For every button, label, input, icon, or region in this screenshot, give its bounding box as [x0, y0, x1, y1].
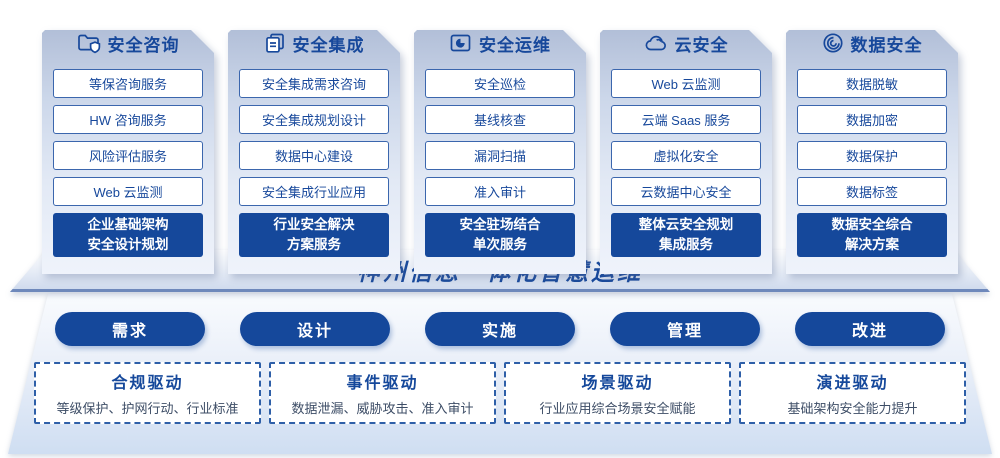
- card-items: 等保咨询服务 HW 咨询服务 风险评估服务 Web 云监测: [53, 69, 203, 206]
- service-item: 数据保护: [797, 141, 947, 170]
- service-item: 等保咨询服务: [53, 69, 203, 98]
- card-security-operations: 安全运维 安全巡检 基线核查 漏洞扫描 准入审计 安全驻场结合 单次服务: [414, 8, 586, 252]
- card-highlight: 企业基础架构 安全设计规划: [53, 213, 203, 257]
- card-shape: 安全集成 安全集成需求咨询 安全集成规划设计 数据中心建设 安全集成行业应用 行…: [228, 30, 400, 274]
- service-item: 安全巡检: [425, 69, 575, 98]
- service-item: 安全集成需求咨询: [239, 69, 389, 98]
- card-shape: 数据安全 数据脱敏 数据加密 数据保护 数据标签 数据安全综合 解决方案: [786, 30, 958, 274]
- card-header: 数据安全: [797, 30, 947, 56]
- card-header: 安全咨询: [53, 30, 203, 56]
- driver-title: 场景驱动: [581, 375, 654, 392]
- highlight-line: 解决方案: [845, 237, 899, 252]
- service-item: 数据标签: [797, 177, 947, 206]
- highlight-line: 企业基础架构: [87, 217, 169, 233]
- driver-desc: 数据泄漏、威胁攻击、准入审计: [291, 401, 474, 416]
- pill-improvement: 改进: [795, 312, 945, 346]
- card-security-integration: 安全集成 安全集成需求咨询 安全集成规划设计 数据中心建设 安全集成行业应用 行…: [228, 8, 400, 252]
- pill-management: 管理: [610, 312, 760, 346]
- card-shape: 云安全 Web 云监测 云端 Saas 服务 虚拟化安全 云数据中心安全 整体云…: [600, 30, 772, 274]
- service-item: 准入审计: [425, 177, 575, 206]
- service-item: Web 云监测: [611, 69, 761, 98]
- service-item: 安全集成规划设计: [239, 105, 389, 134]
- process-pills-row: 需求 设计 实施 管理 改进: [55, 312, 945, 346]
- folder-shield-icon: [77, 32, 101, 54]
- driver-scenario: 场景驱动 行业应用综合场景安全赋能: [504, 362, 731, 424]
- service-item: 云端 Saas 服务: [611, 105, 761, 134]
- pill-implementation: 实施: [425, 312, 575, 346]
- card-cloud-security: 云安全 Web 云监测 云端 Saas 服务 虚拟化安全 云数据中心安全 整体云…: [600, 8, 772, 252]
- card-items: 安全集成需求咨询 安全集成规划设计 数据中心建设 安全集成行业应用: [239, 69, 389, 206]
- service-item: 安全集成行业应用: [239, 177, 389, 206]
- card-shape: 安全运维 安全巡检 基线核查 漏洞扫描 准入审计 安全驻场结合 单次服务: [414, 30, 586, 274]
- card-shape: 安全咨询 等保咨询服务 HW 咨询服务 风险评估服务 Web 云监测 企业基础架…: [42, 30, 214, 274]
- highlight-line: 单次服务: [473, 237, 527, 252]
- card-items: 安全巡检 基线核查 漏洞扫描 准入审计: [425, 69, 575, 206]
- pill-requirements: 需求: [55, 312, 205, 346]
- driver-incident: 事件驱动 数据泄漏、威胁攻击、准入审计: [269, 362, 496, 424]
- card-data-security: 数据安全 数据脱敏 数据加密 数据保护 数据标签 数据安全综合 解决方案: [786, 8, 958, 252]
- card-title: 云安全: [674, 35, 729, 55]
- driver-compliance: 合规驱动 等级保护、护网行动、行业标准: [34, 362, 261, 424]
- highlight-line: 集成服务: [659, 237, 713, 252]
- data-spiral-icon: [822, 32, 844, 54]
- driver-desc: 基础架构安全能力提升: [787, 401, 918, 416]
- documents-icon: [264, 32, 286, 54]
- card-title: 安全咨询: [107, 35, 180, 55]
- driver-title: 合规驱动: [111, 375, 184, 392]
- highlight-line: 安全设计规划: [87, 237, 169, 252]
- service-item: 风险评估服务: [53, 141, 203, 170]
- card-title: 安全运维: [479, 35, 551, 55]
- cloud-icon: [644, 32, 668, 54]
- service-cards-row: 安全咨询 等保咨询服务 HW 咨询服务 风险评估服务 Web 云监测 企业基础架…: [42, 8, 958, 252]
- card-header: 云安全: [611, 30, 761, 56]
- card-highlight: 数据安全综合 解决方案: [797, 213, 947, 257]
- card-security-consulting: 安全咨询 等保咨询服务 HW 咨询服务 风险评估服务 Web 云监测 企业基础架…: [42, 8, 214, 252]
- highlight-line: 整体云安全规划: [638, 217, 734, 233]
- card-items: Web 云监测 云端 Saas 服务 虚拟化安全 云数据中心安全: [611, 69, 761, 206]
- card-title: 安全集成: [292, 35, 365, 55]
- driver-title: 演进驱动: [816, 375, 889, 392]
- service-item: 漏洞扫描: [425, 141, 575, 170]
- card-highlight: 整体云安全规划 集成服务: [611, 213, 761, 257]
- card-highlight: 行业安全解决 方案服务: [239, 213, 389, 257]
- drivers-row: 合规驱动 等级保护、护网行动、行业标准 事件驱动 数据泄漏、威胁攻击、准入审计 …: [34, 362, 966, 424]
- highlight-line: 行业安全解决: [273, 217, 355, 233]
- driver-evolution: 演进驱动 基础架构安全能力提升: [739, 362, 966, 424]
- folder-pie-chart-icon: [449, 32, 472, 54]
- card-header: 安全运维: [425, 30, 575, 56]
- service-item: 云数据中心安全: [611, 177, 761, 206]
- pill-design: 设计: [240, 312, 390, 346]
- card-highlight: 安全驻场结合 单次服务: [425, 213, 575, 257]
- service-item: HW 咨询服务: [53, 105, 203, 134]
- service-item: 数据脱敏: [797, 69, 947, 98]
- card-header: 安全集成: [239, 30, 389, 56]
- service-item: 虚拟化安全: [611, 141, 761, 170]
- highlight-line: 数据安全综合: [831, 217, 913, 233]
- highlight-line: 方案服务: [287, 237, 341, 252]
- service-item: 基线核查: [425, 105, 575, 134]
- card-title: 数据安全: [850, 35, 923, 55]
- card-items: 数据脱敏 数据加密 数据保护 数据标签: [797, 69, 947, 206]
- driver-title: 事件驱动: [346, 375, 419, 392]
- service-item: 数据加密: [797, 105, 947, 134]
- banner-underline: [10, 289, 990, 292]
- driver-desc: 等级保护、护网行动、行业标准: [56, 401, 239, 416]
- driver-desc: 行业应用综合场景安全赋能: [539, 401, 696, 416]
- service-item: Web 云监测: [53, 177, 203, 206]
- highlight-line: 安全驻场结合: [459, 217, 541, 233]
- service-item: 数据中心建设: [239, 141, 389, 170]
